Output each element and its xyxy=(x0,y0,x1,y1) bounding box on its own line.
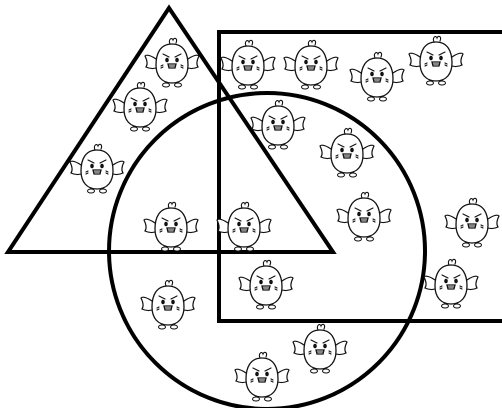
chick-icon xyxy=(217,202,271,251)
chick-icon xyxy=(239,260,293,309)
chick-icon xyxy=(350,52,404,101)
chick-icon xyxy=(141,280,195,329)
chick-icon xyxy=(235,352,289,401)
chick-icon xyxy=(70,144,124,193)
chick-icon xyxy=(337,192,391,241)
chick-icon xyxy=(145,38,199,87)
chick-icon xyxy=(320,128,374,177)
chick-icon xyxy=(424,259,478,308)
chick-icon xyxy=(113,82,167,131)
chick-icon xyxy=(144,202,198,251)
chick-icon xyxy=(284,40,338,89)
chicks-group xyxy=(70,36,499,401)
chick-icon xyxy=(409,36,463,85)
chick-icon xyxy=(293,324,347,373)
chick-icon xyxy=(445,198,499,247)
chick-icon xyxy=(221,40,275,89)
